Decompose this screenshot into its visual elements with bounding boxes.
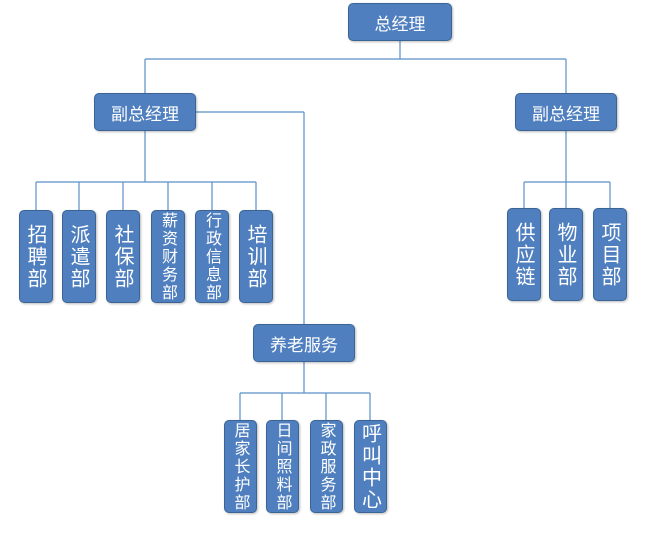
node-call-center: 呼叫中心 <box>354 420 387 513</box>
node-elderly-service: 养老服务 <box>253 324 355 362</box>
node-deputy-general-manager-right: 副总经理 <box>515 93 617 131</box>
node-social-security-dept: 社保部 <box>106 210 140 303</box>
node-housekeeping-dept: 家政服务部 <box>310 420 343 513</box>
node-deputy-general-manager-left: 副总经理 <box>94 93 196 131</box>
node-property-dept: 物业部 <box>549 208 583 301</box>
node-training-dept: 培训部 <box>239 210 273 303</box>
node-supply-chain: 供应链 <box>507 208 541 301</box>
node-admin-info-dept: 行政信息部 <box>195 210 229 303</box>
node-dispatch-dept: 派遣部 <box>62 210 96 303</box>
node-payroll-finance-dept: 薪资财务部 <box>151 210 185 303</box>
node-recruitment-dept: 招聘部 <box>19 210 53 303</box>
node-general-manager: 总经理 <box>348 3 452 41</box>
node-home-care-dept: 居家长护部 <box>224 420 257 513</box>
node-project-dept: 项目部 <box>593 208 627 301</box>
node-day-care-dept: 日间照料部 <box>266 420 299 513</box>
